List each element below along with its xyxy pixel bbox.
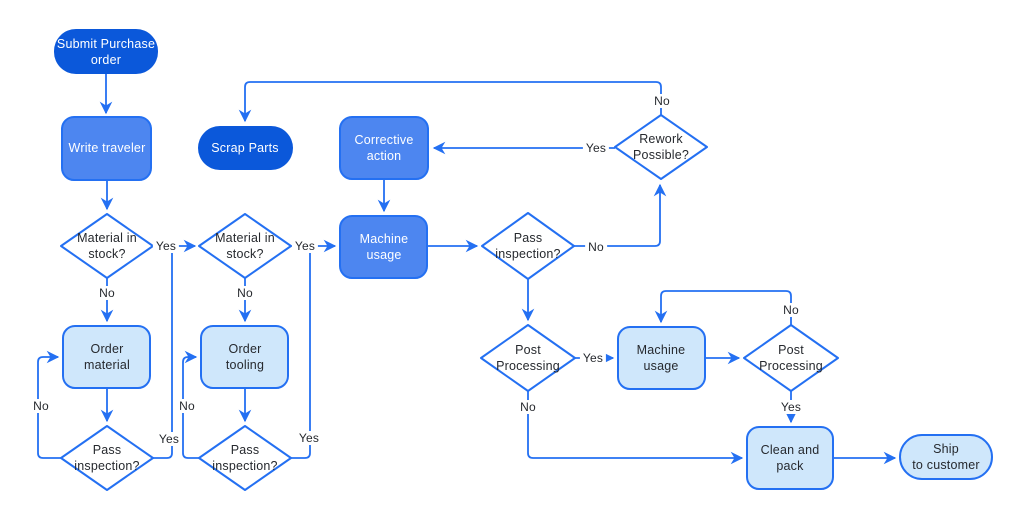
edge-pass2-yes-up	[291, 246, 311, 459]
shape-clean-and-pack	[746, 426, 834, 490]
edge-label-no: No	[517, 400, 539, 414]
edge-rework-no-to-scrap-parts	[238, 81, 662, 123]
shape-material-in-stock-1	[60, 213, 154, 279]
shape-post-processing-1	[480, 324, 576, 392]
shape-pass-inspection-1	[60, 425, 154, 491]
shape-machine-usage-1	[339, 215, 428, 279]
edge-label-no: No	[234, 286, 256, 300]
edge-pass1-yes-up	[153, 246, 173, 459]
edge-post1-no-to-clean-pack	[527, 391, 744, 465]
edge-label-no: No	[96, 286, 118, 300]
edge-label-yes: Yes	[152, 239, 180, 253]
edge-label-yes: Yes	[582, 141, 610, 155]
edge-label-yes: Yes	[291, 239, 319, 253]
shape-machine-usage-2	[617, 326, 706, 390]
edge-label-no: No	[30, 399, 52, 413]
edge-label-yes: Yes	[777, 400, 805, 414]
edge-label-no: No	[176, 399, 198, 413]
shape-order-material	[62, 325, 151, 389]
edge-label-yes: Yes	[295, 431, 323, 445]
shape-submit-purchase-order	[54, 29, 158, 74]
shape-order-tooling	[200, 325, 289, 389]
shape-rework-possible	[614, 114, 708, 180]
shape-scrap-parts	[198, 126, 293, 170]
shape-ship-to-customer	[899, 434, 993, 480]
edge-pass3-no-to-rework	[574, 183, 667, 247]
edge-label-no: No	[585, 240, 607, 254]
shape-pass-inspection-3	[481, 212, 575, 280]
shape-pass-inspection-2	[198, 425, 292, 491]
edge-label-no: No	[651, 94, 673, 108]
shape-post-processing-2	[743, 324, 839, 392]
edge-post2-no-loop-to-machine-usage2	[654, 290, 792, 325]
shape-corrective-action	[339, 116, 429, 180]
shape-write-traveler	[61, 116, 152, 181]
shape-material-in-stock-2	[198, 213, 292, 279]
edge-label-yes: Yes	[155, 432, 183, 446]
edge-label-yes: Yes	[579, 351, 607, 365]
edge-label-no: No	[780, 303, 802, 317]
